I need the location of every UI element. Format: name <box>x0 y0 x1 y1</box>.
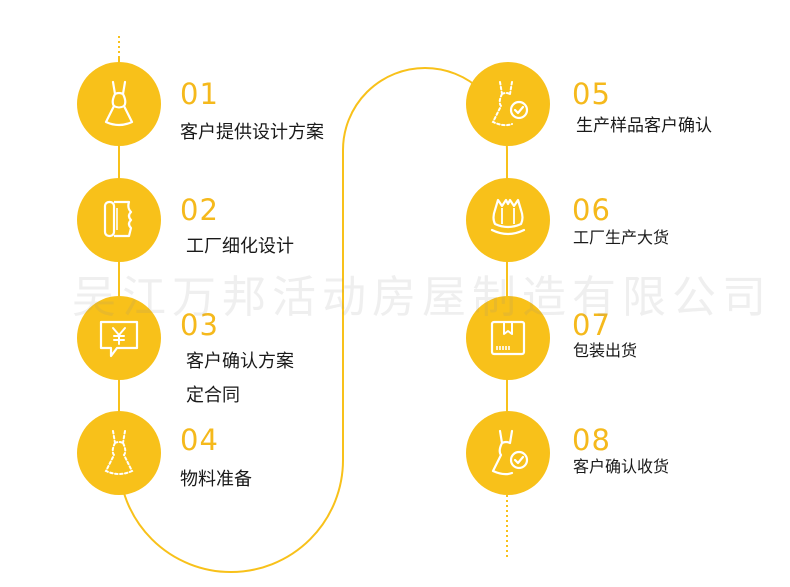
step-07-number: 07 <box>572 308 611 342</box>
step-07-label: 包装出货 <box>573 341 638 360</box>
step-02-number: 02 <box>180 193 219 227</box>
step-04-label: 物料准备 <box>180 469 252 490</box>
step-06-label: 工厂生产大货 <box>573 228 670 247</box>
step-05-circle <box>466 62 550 146</box>
garments-batch-icon <box>490 198 526 236</box>
step-03-label-line2: 定合同 <box>186 385 240 406</box>
step-07-circle <box>466 296 550 380</box>
step-01-circle <box>77 62 161 146</box>
package-box-icon <box>490 320 526 356</box>
step-08-label: 客户确认收货 <box>573 457 670 476</box>
step-03-number: 03 <box>180 308 219 342</box>
step-04-number: 04 <box>180 423 219 457</box>
step-06-circle <box>466 178 550 262</box>
fabric-roll-icon <box>103 200 133 238</box>
step-01-label: 客户提供设计方案 <box>180 122 324 143</box>
step-03-circle <box>77 296 161 380</box>
step-05-number: 05 <box>572 77 611 111</box>
step-08-circle <box>466 411 550 495</box>
step-06-number: 06 <box>572 193 611 227</box>
step-08-number: 08 <box>572 423 611 457</box>
dress-outline-icon <box>104 430 134 475</box>
step-04-circle <box>77 411 161 495</box>
yuan-contract-icon <box>99 320 139 358</box>
step-02-label: 工厂细化设计 <box>186 236 294 257</box>
company-watermark: 吴江万邦活动房屋制造有限公司 <box>72 272 772 323</box>
step-03-label: 客户确认方案 <box>186 351 294 372</box>
dress-check-icon <box>491 81 529 127</box>
step-05-label: 生产样品客户确认 <box>576 116 712 136</box>
dress-received-icon <box>491 429 529 476</box>
dress-icon <box>104 80 134 127</box>
step-01-number: 01 <box>180 77 219 111</box>
step-02-circle <box>77 178 161 262</box>
